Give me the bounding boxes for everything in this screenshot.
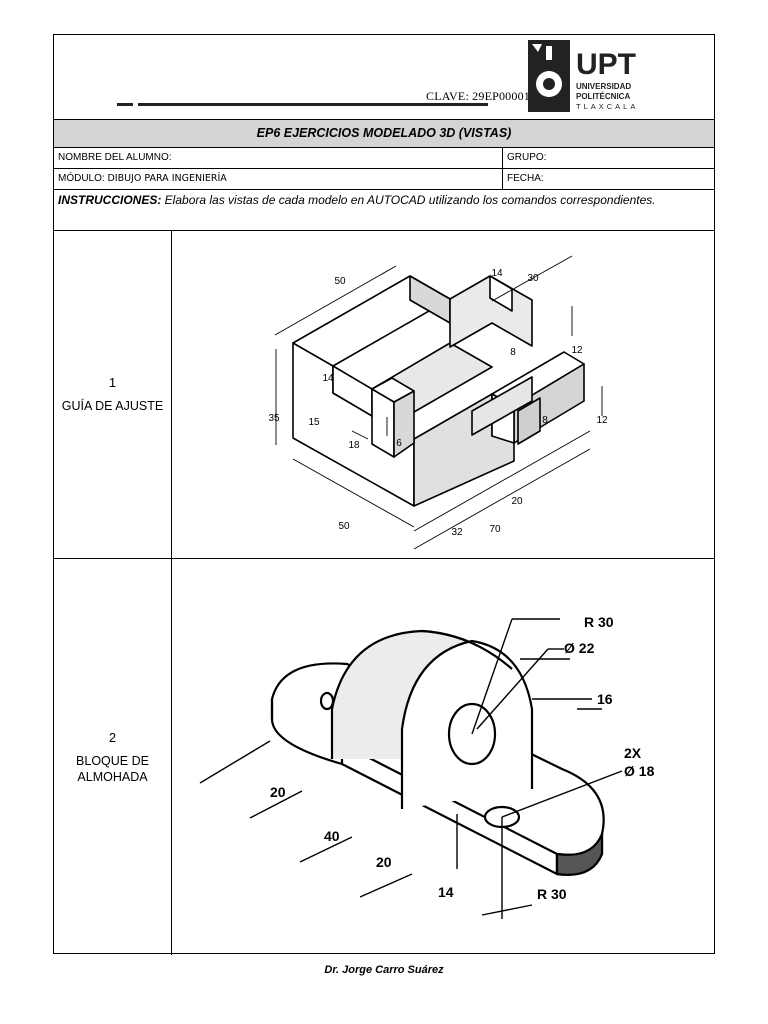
upt-logo: UPT UNIVERSIDAD POLITÉCNICA TLAXCALA <box>528 40 638 112</box>
dim-35: 35 <box>268 413 280 424</box>
modulo-row: MÓDULO: DIBUJO PARA INGENIERÍA FECHA: <box>54 168 714 190</box>
dim-12-top: 12 <box>571 345 583 356</box>
dim-30: 30 <box>527 273 539 284</box>
instructions: INSTRUCCIONES: Elabora las vistas de cad… <box>54 189 714 230</box>
exercise-2-label: 2 BLOQUE DE ALMOHADA <box>54 559 172 955</box>
clave-code: CLAVE: 29EP00001C <box>426 89 539 103</box>
instructions-text: Elabora las vistas de cada modelo en AUT… <box>161 193 656 207</box>
header-rule-line <box>138 103 488 106</box>
instructions-label: INSTRUCCIONES: <box>58 193 162 207</box>
logo-line1: UNIVERSIDAD <box>576 82 631 91</box>
dim-14-top: 14 <box>491 268 503 279</box>
guia-de-ajuste-isometric: 50 14 30 8 12 14 35 15 18 6 8 12 20 50 3… <box>268 255 608 550</box>
dim-20-lower: 20 <box>376 854 392 870</box>
exercise-sheet: CLAVE: 29EP00001C UPT UNIVERSIDAD POLITÉ… <box>53 34 715 955</box>
dim-14-left: 14 <box>322 373 334 384</box>
dim-16: 16 <box>597 691 613 707</box>
modulo-field[interactable]: MÓDULO: DIBUJO PARA INGENIERÍA <box>54 169 502 189</box>
exercise-1-number: 1 <box>108 375 117 390</box>
exercise-2-row: 2 BLOQUE DE ALMOHADA <box>54 558 714 955</box>
dim-phi22: Ø 22 <box>564 640 595 656</box>
dim-r30-bottom: R 30 <box>537 886 567 902</box>
bolt-hole-left <box>319 691 335 711</box>
alumno-field[interactable]: NOMBRE DEL ALUMNO: <box>54 148 502 168</box>
dim-12-right: 12 <box>596 415 608 426</box>
dim-2x: 2X <box>624 745 642 761</box>
dim-20-upper: 20 <box>270 784 286 800</box>
modulo-value: DIBUJO PARA INGENIERÍA <box>107 173 227 184</box>
fecha-label: FECHA: <box>507 173 544 184</box>
logo-line2: POLITÉCNICA <box>576 92 630 101</box>
dim-32: 32 <box>451 527 463 538</box>
dim-r30-top: R 30 <box>584 614 614 630</box>
exercise-2-drawing: R 30 Ø 22 16 2X Ø 18 20 40 20 14 R 30 <box>172 559 714 955</box>
alumno-label: NOMBRE DEL ALUMNO: <box>58 152 172 163</box>
dim-50-bottom: 50 <box>338 521 350 532</box>
grupo-label: GRUPO: <box>507 152 547 163</box>
exercise-1-label: 1 GUÍA DE AJUSTE <box>54 231 172 558</box>
dim-6: 6 <box>396 438 402 449</box>
dim-70: 70 <box>489 524 501 535</box>
fecha-field[interactable]: FECHA: <box>503 169 714 189</box>
sheet-title: EP6 EJERCICIOS MODELADO 3D (VISTAS) <box>54 119 714 147</box>
dim-20: 20 <box>511 496 523 507</box>
dim-8-top: 8 <box>510 347 516 358</box>
dim-50-top: 50 <box>334 276 346 287</box>
exercise-1-name: GUÍA DE AJUSTE <box>61 399 164 413</box>
modulo-label: MÓDULO: <box>58 173 105 184</box>
dim-phi18: Ø 18 <box>624 763 655 779</box>
exercise-1-drawing: 50 14 30 8 12 14 35 15 18 6 8 12 20 50 3… <box>172 231 714 558</box>
author-footer: Dr. Jorge Carro Suárez <box>324 964 444 976</box>
exercise-2-number: 2 <box>108 729 117 745</box>
exercise-2-name: BLOQUE DE ALMOHADA <box>76 753 149 784</box>
alumno-row: NOMBRE DEL ALUMNO: GRUPO: <box>54 147 714 169</box>
dim-14: 14 <box>438 884 454 900</box>
exercise-1-row: 1 GUÍA DE AJUSTE <box>54 230 714 558</box>
dim-8-right: 8 <box>542 415 548 426</box>
grupo-field[interactable]: GRUPO: <box>503 148 714 168</box>
dim-18: 18 <box>348 440 360 451</box>
bloque-de-almohada-isometric: R 30 Ø 22 16 2X Ø 18 20 40 20 14 R 30 <box>199 614 655 919</box>
logo-name: UPT <box>576 48 636 81</box>
header-band: CLAVE: 29EP00001C UPT UNIVERSIDAD POLITÉ… <box>54 35 714 119</box>
dim-40: 40 <box>324 828 340 844</box>
logo-line3: TLAXCALA <box>576 102 638 111</box>
header-rule-dash <box>117 103 133 106</box>
dim-15: 15 <box>308 417 320 428</box>
